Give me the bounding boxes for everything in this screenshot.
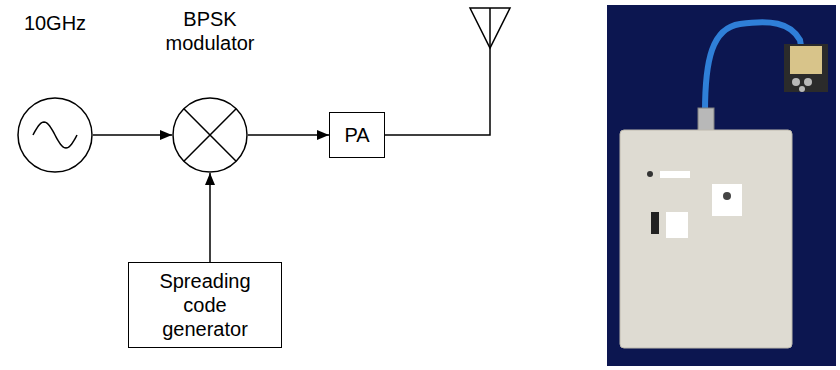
panel-label [660,171,690,178]
mixer-circle: BPSK modulator [172,97,248,173]
sma-connector [698,108,714,132]
adjust-knob [723,192,731,200]
board-part [804,78,812,86]
signal-arrow [209,173,211,262]
process-box: Spreading code generator [128,262,282,348]
signal-arrow [93,134,172,136]
block-heading: BPSK modulator [150,7,270,55]
circle-outline [172,97,248,173]
box-label: Spreading code generator [149,269,261,341]
mixer-cross [184,109,236,161]
antenna-board [784,44,828,92]
board-part [792,78,800,86]
antenna-wire [372,8,490,135]
panel-label [666,212,688,238]
process-box: PA [329,112,385,158]
block-heading: 10GHz [5,11,105,35]
panel-label [712,184,742,216]
photo-background [607,5,836,366]
device-housing [620,130,792,348]
oscillator-circle: 10GHz [17,97,93,173]
circle-outline [17,97,93,173]
circle-border [173,98,247,172]
indicator-led [647,171,653,177]
sine-symbol [33,122,77,148]
circle-border [18,98,92,172]
antenna-patch [790,46,822,74]
device-photo [607,5,836,366]
box-label: PA [344,123,369,147]
board-part [799,86,805,92]
antenna-symbol [470,8,510,48]
signal-arrow [248,134,329,136]
toggle-switch [651,212,659,234]
